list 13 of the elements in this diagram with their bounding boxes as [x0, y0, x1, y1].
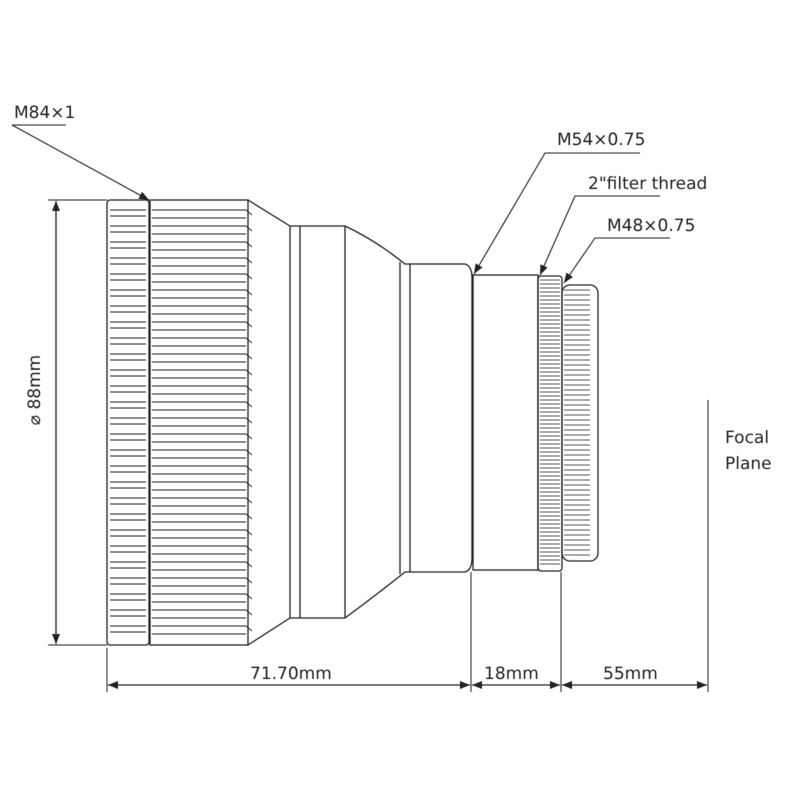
thread-label: M84×1 — [14, 103, 76, 123]
thread-label: M48×0.75 — [607, 216, 696, 236]
focal-plane-label: Focal Plane — [725, 427, 773, 476]
leader-line — [540, 195, 660, 276]
dimension-label: 18mm — [484, 664, 539, 684]
dimension-label: 71.70mm — [250, 664, 332, 684]
leader-line — [474, 152, 640, 274]
dimension-label: 55mm — [603, 664, 658, 684]
dimension-label: ⌀ 88mm — [25, 354, 46, 426]
thread-label: 2"filter thread — [588, 174, 708, 194]
thread-label: M54×0.75 — [557, 130, 646, 150]
leader-line — [564, 237, 670, 284]
leader-line — [11, 124, 150, 200]
